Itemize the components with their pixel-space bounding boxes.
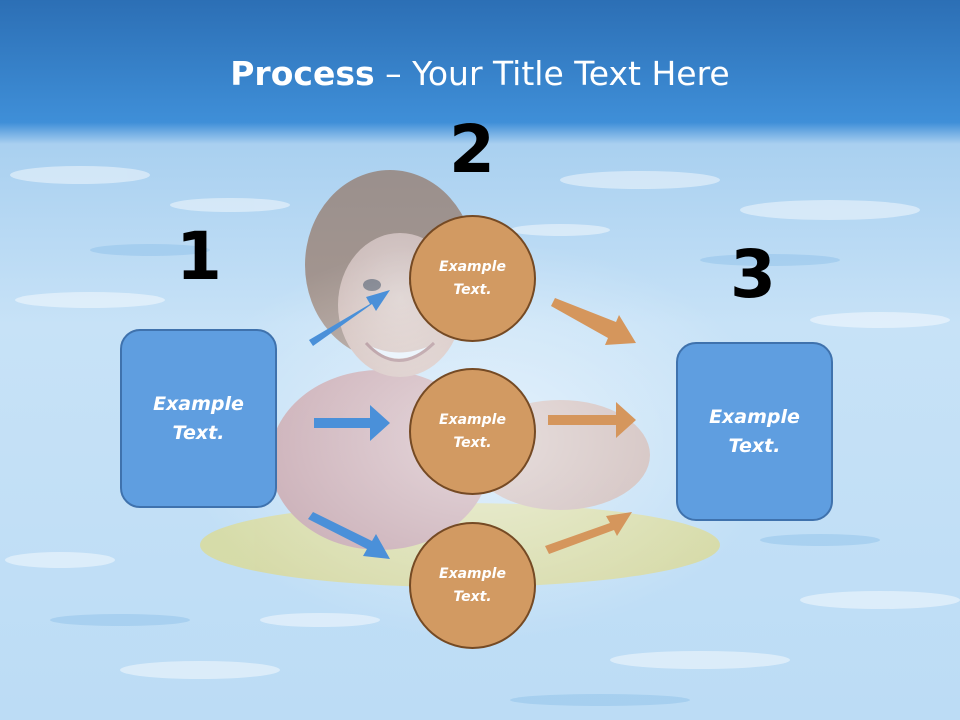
step-number-1: 1: [176, 218, 222, 295]
step-1-box[interactable]: Example Text.: [120, 329, 277, 508]
blue-arrow-right: [314, 405, 390, 441]
step-2-circle-top[interactable]: Example Text.: [409, 215, 536, 342]
step-number-3: 3: [730, 236, 776, 313]
blue-arrow-down: [308, 512, 390, 559]
step-3-box[interactable]: Example Text.: [676, 342, 833, 521]
orange-arrow-right: [548, 402, 636, 438]
step-2-circle-top-label: Example Text.: [439, 258, 506, 298]
step-2-circle-bottom[interactable]: Example Text.: [409, 522, 536, 649]
step-2-circle-middle[interactable]: Example Text.: [409, 368, 536, 495]
orange-arrow-up: [545, 512, 632, 554]
slide-title: Process – Your Title Text Here: [0, 52, 960, 96]
slide-title-bold: Process: [230, 54, 375, 93]
step-1-label: Example Text.: [153, 392, 244, 444]
step-2-circle-bottom-label: Example Text.: [439, 565, 506, 605]
blue-arrow-up: [309, 290, 390, 346]
orange-arrow-down: [551, 298, 636, 345]
step-number-2: 2: [449, 111, 495, 188]
step-2-circle-middle-label: Example Text.: [439, 411, 506, 451]
slide-title-rest: – Your Title Text Here: [374, 54, 730, 93]
step-3-label: Example Text.: [709, 405, 800, 457]
